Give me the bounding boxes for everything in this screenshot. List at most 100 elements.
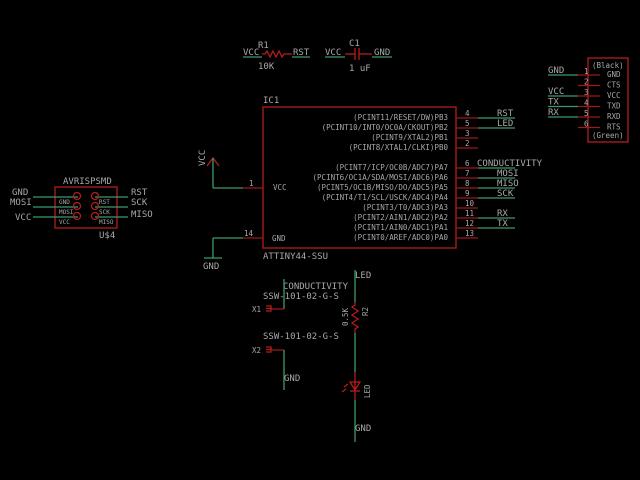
avrisp-right-net: RST: [131, 188, 148, 198]
gnd-supply[interactable]: GND: [203, 237, 243, 272]
x2-value: SSW-101-02-G-S: [263, 332, 339, 342]
c1-left-net: VCC: [325, 48, 341, 58]
ic1-value: ATTINY44-SSU: [263, 252, 328, 262]
ic1-pin-num: 2: [465, 139, 470, 148]
gnd-supply-label: GND: [203, 262, 219, 272]
ftdi-pin-num: 6: [584, 120, 589, 129]
vcc-supply-label: VCC: [198, 150, 208, 166]
ic1-pin-num: 6: [465, 159, 470, 168]
avrisp-left-pin-label: MOSI: [59, 209, 74, 216]
ic1-pin-net: TX: [497, 219, 508, 229]
ftdi-top-label: (Black): [592, 61, 624, 70]
conductivity-sensor[interactable]: CONDUCTIVITY SSW-101-02-G-S X1 SSW-101-0…: [252, 279, 349, 390]
ic1-vcc-pin-num: 1: [249, 179, 254, 188]
avrisp-left-net: VCC: [15, 213, 31, 223]
ftdi-pin-label: TXD: [607, 102, 621, 111]
ic1-pin-label: (PCINT3/T0/ADC3)PA3: [362, 203, 448, 212]
ic1-pin-label: (PCINT10/INT0/OC0A/CKOUT)PB2: [322, 123, 448, 132]
ftdi-pin-label: RXD: [607, 112, 621, 121]
capacitor-c1[interactable]: VCC C1 GND 1 uF: [325, 39, 392, 74]
avrisp-left-pin-label: VCC: [59, 219, 70, 226]
ic1-pin-net: RST: [497, 109, 514, 119]
avrisp-right-net: MISO: [131, 210, 153, 220]
ic1-pin-num: 5: [465, 119, 470, 128]
ic1-pin-label: (PCINT0/AREF/ADC0)PA0: [353, 233, 448, 242]
resistor-r2-icon: [350, 302, 360, 333]
ic1-pin-num: 8: [465, 179, 470, 188]
ftdi-pin-label: VCC: [607, 91, 621, 100]
led-light-icon: [341, 383, 349, 393]
ic1-vcc-pin-label: VCC: [273, 183, 287, 192]
ic1-pin-net: MISO: [497, 179, 519, 189]
x1-value: SSW-101-02-G-S: [263, 292, 339, 302]
ic1-pin-net: SCK: [497, 189, 514, 199]
ftdi-pin-label: GND: [607, 70, 621, 79]
ic1-pin-label: (PCINT11/RESET/DW)PB3: [353, 113, 448, 122]
ic1-pin-label: (PCINT9/XTAL2)PB1: [371, 133, 448, 142]
ic1-pin-net: MOSI: [497, 169, 519, 179]
r1-left-net: VCC: [243, 48, 259, 58]
ic1-pin-num: 3: [465, 129, 470, 138]
resistor-r1[interactable]: VCC R1 RST 10K: [243, 41, 310, 72]
ic1-pin-num: 12: [465, 219, 474, 228]
avrisp-name: AVRISPSMD: [63, 177, 112, 187]
led-net-top: LED: [355, 271, 371, 281]
c1-value: 1 uF: [349, 64, 371, 74]
led-branch[interactable]: LED 0.5K R2 LED GND: [341, 270, 372, 442]
ftdi-bottom-label: (Green): [592, 131, 624, 140]
ic1-pin-net: LED: [497, 119, 513, 129]
ic1-pin-net: RX: [497, 209, 508, 219]
ftdi-pin-net: GND: [548, 66, 564, 76]
pin-hole-icon: [90, 211, 100, 221]
ftdi-pin-num: 3: [584, 88, 589, 97]
led-name: LED: [363, 384, 372, 398]
ic1-pin-num: 13: [465, 229, 474, 238]
r1-right-net: RST: [293, 48, 310, 58]
pad-x1-icon: [266, 305, 272, 312]
ic1-pin-num: 7: [465, 169, 470, 178]
resistor-symbol-icon: [262, 49, 292, 59]
avrisp-left-net: MOSI: [10, 198, 32, 208]
ic1-pin-label: (PCINT7/ICP/OC0B/ADC7)PA7: [335, 163, 448, 172]
pin-hole-icon: [90, 191, 100, 201]
ic1-gnd-pin-label: GND: [272, 234, 286, 243]
vcc-supply[interactable]: VCC: [198, 150, 243, 189]
r2-name: R2: [361, 307, 370, 316]
ftdi-pin-num: 5: [584, 109, 589, 118]
ic1-pin-label: (PCINT5/OC1B/MISO/DO/ADC5)PA5: [317, 183, 448, 192]
pin-hole-icon: [90, 201, 100, 211]
ftdi-pin-net: RX: [548, 108, 559, 118]
ic1-pin-label: (PCINT6/OC1A/SDA/MOSI/ADC6)PA6: [313, 173, 449, 182]
led-diode-icon: [348, 381, 362, 392]
avrisp-right-pin-label: RST: [99, 199, 110, 206]
x1-name: X1: [252, 305, 261, 314]
ic1-pin-num: 11: [465, 209, 474, 218]
ic1-pin-label: (PCINT4/T1/SCL/USCK/ADC4)PA4: [322, 193, 449, 202]
c1-name: C1: [349, 39, 360, 49]
ic1-attiny44[interactable]: IC1 ATTINY44-SSU VCC 1 GND 14 (PCINT11/R…: [243, 96, 543, 262]
pin-hole-icon: [72, 191, 82, 201]
r1-value: 10K: [258, 62, 275, 72]
ic1-name: IC1: [263, 96, 279, 106]
x2-name: X2: [252, 346, 261, 355]
ic1-pin-num: 9: [465, 189, 470, 198]
ic1-pin-label: (PCINT2/AIN1/ADC2)PA2: [353, 213, 448, 222]
led-net-bottom: GND: [355, 424, 371, 434]
avrisp-right-pin-label: MISO: [99, 219, 114, 226]
ic1-pin-num: 4: [465, 109, 470, 118]
avrisp-ref: U$4: [99, 231, 115, 241]
pin-hole-icon: [72, 211, 82, 221]
ftdi-pin-num: 1: [584, 67, 589, 76]
avrisp-left-net: GND: [12, 188, 28, 198]
ftdi-pin-label: CTS: [607, 81, 621, 90]
c1-right-net: GND: [374, 48, 390, 58]
ic1-gnd-pin-num: 14: [244, 229, 254, 238]
ftdi-pin-net: TX: [548, 98, 559, 108]
r2-value: 0.5K: [341, 307, 350, 326]
avrisp-right-pin-label: SCK: [99, 209, 110, 216]
ftdi-pin-num: 4: [584, 99, 589, 108]
ftdi-pin-label: RTS: [607, 123, 621, 132]
